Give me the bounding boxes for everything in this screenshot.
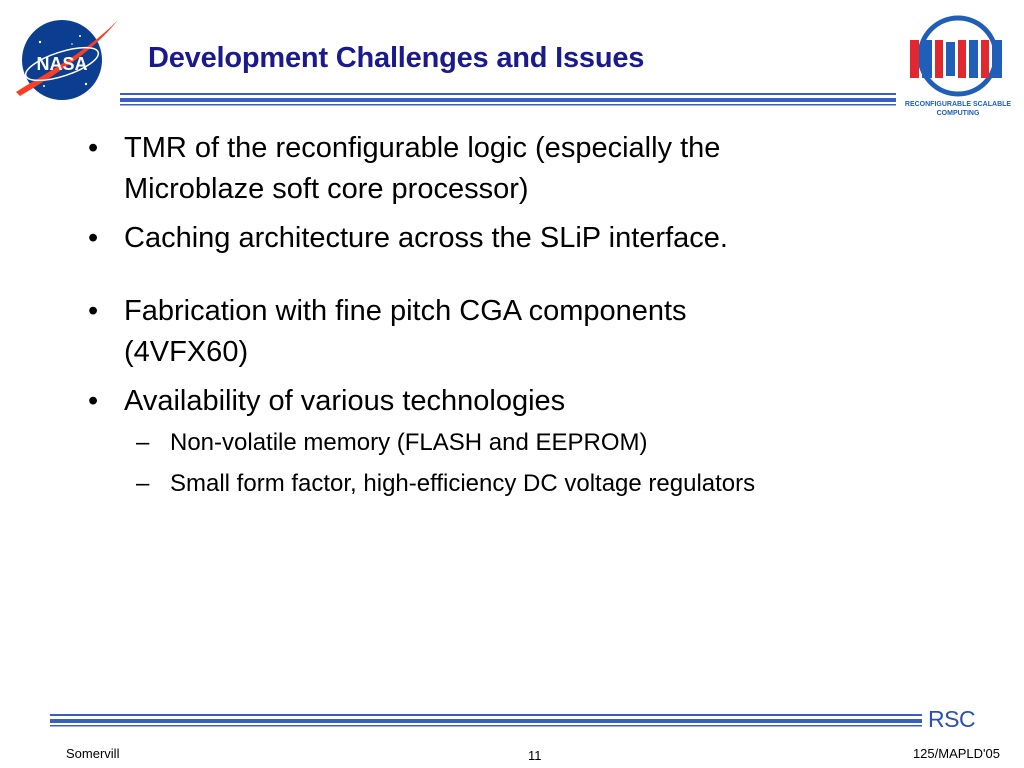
sub-bullet-text: Non-volatile memory (FLASH and EEPROM) (170, 429, 648, 456)
nasa-logo-text: NASA (36, 54, 87, 74)
bullet-list: • TMR of the reconfigurable logic (espec… (84, 128, 984, 504)
bullet-dot: • (88, 222, 99, 254)
bullet-item: • Caching architecture across the SLiP i… (84, 218, 984, 259)
footer-page-number: 11 (528, 748, 542, 763)
bullet-text-line: Availability of various technologies (124, 385, 566, 417)
bullet-text-line: TMR of the reconfigurable logic (especia… (124, 132, 721, 164)
sub-bullet-dash: – (136, 429, 150, 456)
bullet-item: • Fabrication with fine pitch CGA compon… (84, 291, 984, 373)
bullet-item: • TMR of the reconfigurable logic (espec… (84, 128, 984, 210)
bullet-dot: • (88, 132, 99, 164)
sub-bullet-dash: – (136, 470, 150, 497)
bullet-text-line: Microblaze soft core processor) (124, 173, 529, 205)
sub-bullet-item: – Non-volatile memory (FLASH and EEPROM) (84, 422, 984, 463)
bullet-dot: • (88, 295, 99, 327)
rsc-logo-line2: COMPUTING (937, 110, 980, 117)
bullet-item: • Availability of various technologies (84, 381, 984, 422)
bullet-text-line: Fabrication with fine pitch CGA componen… (124, 295, 687, 327)
bullet-text-line: Caching architecture across the SLiP int… (124, 222, 728, 254)
footer-event: 125/MAPLD'05 (912, 746, 1000, 761)
rsc-logo-line1: RECONFIGURABLE SCALABLE (905, 101, 1011, 108)
bullet-dot: • (88, 385, 99, 417)
rsc-logo: RECONFIGURABLE SCALABLE COMPUTING (900, 10, 1016, 122)
rsc-footer-label: RSC (928, 706, 976, 732)
bullet-text-line: (4VFX60) (124, 336, 249, 368)
footer-author: Somervill (66, 746, 120, 761)
footer-divider (50, 713, 922, 727)
title-divider (120, 92, 896, 106)
slide-title: Development Challenges and Issues (148, 42, 645, 74)
sub-bullet-text: Small form factor, high-efficiency DC vo… (170, 470, 756, 497)
sub-bullet-item: – Small form factor, high-efficiency DC … (84, 463, 984, 504)
nasa-logo: NASA (14, 14, 120, 106)
